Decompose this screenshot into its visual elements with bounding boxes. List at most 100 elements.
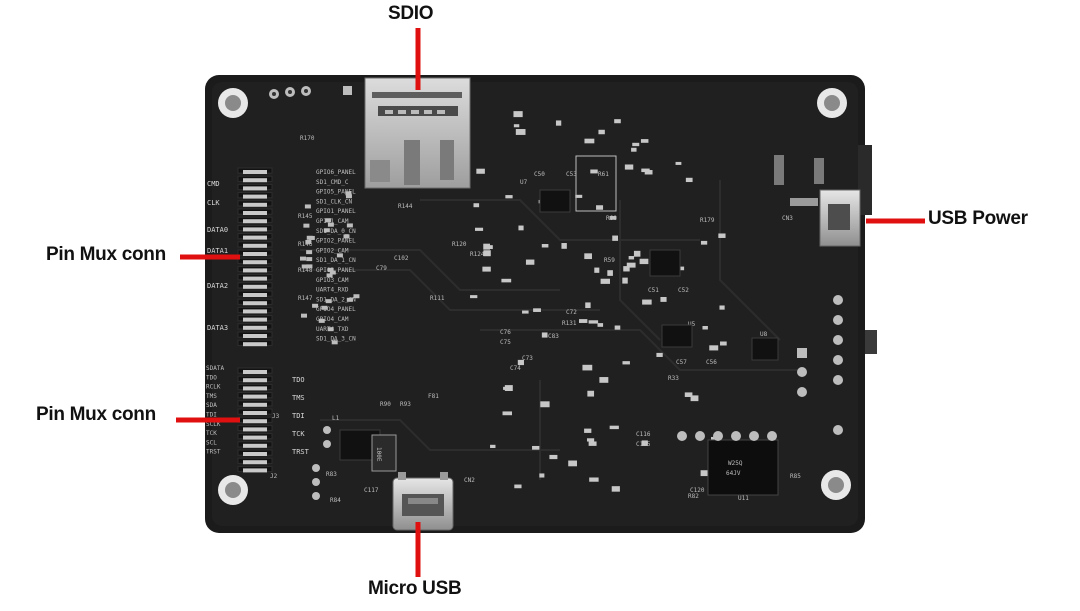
smd-part bbox=[325, 218, 332, 223]
smd-part bbox=[501, 278, 512, 283]
header-row-8pin bbox=[677, 431, 777, 441]
component-ref: R147 bbox=[298, 295, 313, 302]
signal-label: GPIO1_CAM bbox=[316, 218, 349, 225]
component-ref: R124 bbox=[470, 251, 485, 258]
component-ref: R145 bbox=[298, 213, 313, 220]
smd-part bbox=[719, 305, 725, 310]
smd-part bbox=[522, 310, 529, 314]
edge-label: DATA3 bbox=[207, 324, 228, 332]
smd-part bbox=[513, 124, 520, 128]
component-ref: R90 bbox=[380, 401, 391, 408]
callout-lines bbox=[176, 28, 925, 577]
component-ref: R59 bbox=[604, 257, 615, 264]
component-ref: C115 bbox=[636, 441, 651, 448]
smd-part bbox=[568, 460, 577, 467]
smd-part bbox=[532, 445, 540, 450]
component-ref: C72 bbox=[566, 309, 577, 316]
smd-part bbox=[622, 361, 630, 365]
smd-part bbox=[607, 270, 613, 276]
component-ref: C116 bbox=[636, 431, 651, 438]
pcb-inner-shade bbox=[212, 82, 858, 526]
component-ref: R60 bbox=[606, 215, 617, 222]
smd-part bbox=[345, 194, 352, 199]
smd-part bbox=[303, 223, 310, 228]
smd-part bbox=[675, 161, 682, 165]
smd-part bbox=[611, 486, 620, 492]
component-ref: R120 bbox=[452, 241, 467, 248]
jtag-left-label: RCLK bbox=[206, 384, 221, 391]
smd-part bbox=[709, 345, 719, 351]
smd-part bbox=[305, 239, 312, 244]
smd-part bbox=[502, 411, 513, 416]
smd-part bbox=[346, 297, 353, 302]
component-ref: U7 bbox=[520, 179, 528, 186]
smd-part bbox=[575, 194, 583, 198]
smd-resistor-100e: 100E bbox=[371, 434, 397, 472]
component-ref: R61 bbox=[598, 171, 609, 178]
component-ref: J2 bbox=[270, 473, 278, 480]
callout-pin-mux-top-label: Pin Mux conn bbox=[46, 244, 166, 265]
component-ref: R179 bbox=[700, 217, 715, 224]
pcb-traces bbox=[300, 180, 800, 480]
signal-label: GPIO3_PANEL bbox=[316, 267, 356, 274]
edge-label: CMD bbox=[207, 180, 220, 188]
signal-label: SD1_CLK_CN bbox=[316, 198, 353, 205]
smd-part bbox=[598, 129, 605, 135]
smd-part bbox=[614, 325, 621, 330]
smd-part bbox=[473, 203, 480, 208]
callout-usb-power-label: USB Power bbox=[928, 208, 1028, 229]
smd-part bbox=[475, 227, 484, 231]
smd-part bbox=[612, 235, 619, 241]
signal-label: GPIO6_PANEL bbox=[316, 169, 356, 176]
smd-part bbox=[586, 438, 595, 442]
signal-label: GPIO2_PANEL bbox=[316, 238, 356, 245]
smd-part bbox=[644, 170, 653, 175]
pin-mux-header-bottom bbox=[237, 367, 273, 473]
smd-part bbox=[323, 228, 330, 233]
signal-label: GPIO3_CAM bbox=[316, 277, 349, 284]
callout-pin-mux-bottom-label: Pin Mux conn bbox=[36, 404, 156, 425]
smd-part bbox=[590, 169, 598, 174]
jtag-left-label: TCK bbox=[206, 430, 217, 437]
smd-part bbox=[599, 377, 609, 383]
sd-card-socket bbox=[364, 77, 471, 189]
smd-part bbox=[718, 233, 726, 238]
smd-part bbox=[585, 302, 591, 309]
jtag-left-label: TRST bbox=[206, 449, 221, 456]
smd-part bbox=[343, 234, 350, 239]
smd-part bbox=[640, 139, 649, 143]
smd-part bbox=[326, 273, 333, 278]
component-ref: R33 bbox=[668, 375, 679, 382]
signal-label: GPIO4_CAM bbox=[316, 316, 349, 323]
mounting-holes bbox=[218, 88, 851, 505]
smd-part bbox=[588, 320, 599, 324]
callout-sdio-label: SDIO bbox=[388, 3, 434, 24]
smd-part bbox=[300, 256, 307, 261]
svg-text:64JV: 64JV bbox=[726, 470, 741, 477]
signal-label: UART4_RXD bbox=[316, 287, 349, 294]
component-ref: C76 bbox=[500, 329, 511, 336]
smd-part bbox=[505, 195, 513, 199]
svg-text:100E: 100E bbox=[375, 447, 382, 462]
component-ref: CN2 bbox=[464, 477, 475, 484]
smd-part bbox=[346, 223, 353, 228]
smd-part bbox=[632, 142, 640, 147]
smd-part bbox=[318, 318, 325, 323]
component-ref: C75 bbox=[500, 339, 511, 346]
component-ref: C56 bbox=[706, 359, 717, 366]
component-ref: C74 bbox=[510, 365, 521, 372]
smd-part bbox=[306, 250, 313, 255]
smd-part bbox=[483, 250, 491, 257]
jtag-right-label: TCK bbox=[292, 430, 305, 438]
smd-part bbox=[594, 267, 600, 273]
jtag-right-label: TDI bbox=[292, 412, 305, 420]
signal-label: GPIO1_PANEL bbox=[316, 208, 356, 215]
smd-part bbox=[639, 258, 649, 265]
smd-part bbox=[312, 303, 319, 308]
smd-part bbox=[626, 262, 636, 268]
component-ref: U8 bbox=[760, 331, 768, 338]
smd-part bbox=[623, 266, 630, 272]
smd-part bbox=[306, 235, 313, 240]
